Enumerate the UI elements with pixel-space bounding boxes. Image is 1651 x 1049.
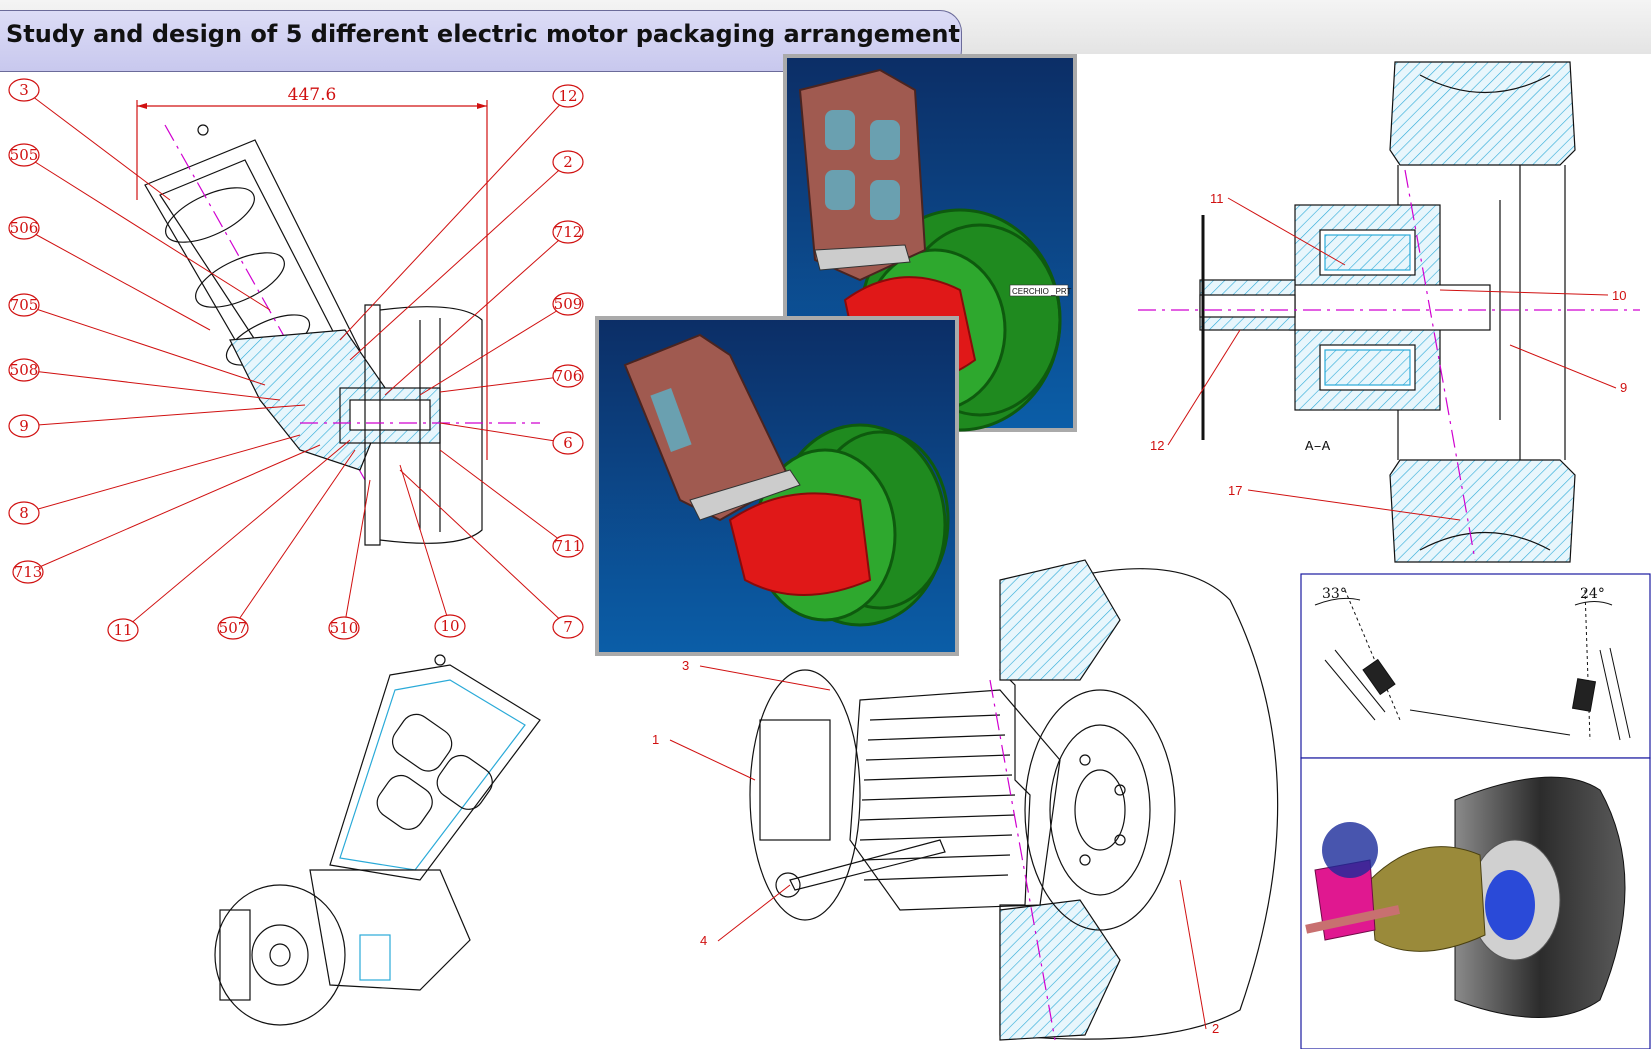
balloon xyxy=(8,78,40,102)
left-balloon-label: 8 xyxy=(19,504,29,522)
balloon xyxy=(107,618,139,642)
leader-line xyxy=(339,95,569,341)
bottom-balloon-label: 11 xyxy=(113,621,132,639)
angle-left: 33° xyxy=(1322,586,1347,602)
angle-diagram xyxy=(1300,573,1651,759)
leader-line xyxy=(23,369,281,401)
page-title: Study and design of 5 different electric… xyxy=(6,20,960,48)
right-section-label: 17 xyxy=(1228,483,1242,498)
section-drawing-right xyxy=(1138,61,1640,563)
left-balloon-label: 506 xyxy=(10,219,39,237)
balloon xyxy=(552,292,584,316)
render-middle xyxy=(595,316,959,656)
leader-line xyxy=(1179,879,1207,1030)
leader-line xyxy=(399,464,451,627)
right-balloon-label: 711 xyxy=(554,537,583,555)
balloon xyxy=(552,364,584,388)
iso-callout-label: 2 xyxy=(1212,1021,1219,1036)
bottom-balloon-label: 510 xyxy=(330,619,359,637)
leader-line xyxy=(419,303,569,396)
right-balloon-label: 2 xyxy=(563,153,573,171)
balloon xyxy=(8,143,40,167)
balloon xyxy=(552,431,584,455)
render-part-label: CERCHIO _PRT xyxy=(1012,287,1072,296)
leader-line xyxy=(23,89,171,201)
section-name: A–A xyxy=(1305,439,1331,455)
iso-callouts: 3 1 4 2 xyxy=(652,658,1219,1036)
bottom-balloon-label: 507 xyxy=(219,619,248,637)
leader-line xyxy=(122,439,351,631)
left-balloon-label: 713 xyxy=(14,563,43,581)
left-balloon-label: 508 xyxy=(10,361,39,379)
balloon xyxy=(328,616,360,640)
right-section-label: 12 xyxy=(1150,438,1164,453)
leader-line xyxy=(384,231,569,396)
right-balloon-label: 509 xyxy=(554,295,583,313)
iso-callout-label: 3 xyxy=(682,658,689,673)
leader-line xyxy=(23,404,306,427)
leader-line xyxy=(23,227,211,331)
leader-line xyxy=(23,304,266,386)
iso-wheel-drawing xyxy=(749,559,1279,1041)
balloon xyxy=(12,560,44,584)
leader-line xyxy=(1227,197,1346,266)
balloon xyxy=(8,216,40,240)
balloon xyxy=(552,150,584,174)
leader-line xyxy=(27,444,321,573)
leader-line xyxy=(349,161,569,361)
balloon xyxy=(552,84,584,108)
balloon xyxy=(8,501,40,525)
leader-line xyxy=(1509,344,1617,389)
balloon xyxy=(217,616,249,640)
balloon xyxy=(8,293,40,317)
leader-line xyxy=(23,154,271,311)
leader-line xyxy=(439,422,569,444)
balloon xyxy=(552,534,584,558)
right-section-label: 11 xyxy=(1210,191,1224,206)
balloon xyxy=(552,615,584,639)
balloon xyxy=(552,220,584,244)
right-balloon-label: 6 xyxy=(563,434,573,452)
section-drawing-left xyxy=(136,100,540,546)
leader-line xyxy=(669,739,756,781)
leader-line xyxy=(399,469,569,628)
leader-line xyxy=(717,884,791,942)
leader-line xyxy=(1247,489,1461,521)
dimension-label: 447.6 xyxy=(288,85,337,105)
right-balloon-label: 706 xyxy=(554,367,583,385)
leader-line xyxy=(232,449,356,629)
right-balloon-label: 7 xyxy=(563,618,573,636)
iso-callout-label: 1 xyxy=(652,732,659,747)
iso-motor-drawing-left xyxy=(214,654,541,1026)
left-balloon-label: 705 xyxy=(10,296,39,314)
leader-line xyxy=(1167,329,1241,446)
right-balloon-label: 712 xyxy=(554,223,583,241)
iso-callout-label: 4 xyxy=(700,933,707,948)
balloon xyxy=(8,358,40,382)
bottom-balloon-label: 10 xyxy=(440,617,459,635)
angle-right: 24° xyxy=(1580,586,1605,602)
left-balloon-label: 505 xyxy=(10,146,39,164)
right-section-label: 9 xyxy=(1620,380,1627,395)
render-bottom-right xyxy=(1300,757,1651,1049)
leader-line xyxy=(699,665,831,691)
right-section-labels: 11 10 9 12 17 xyxy=(1150,191,1627,521)
right-section-label: 10 xyxy=(1612,288,1626,303)
left-balloon-label: 3 xyxy=(19,81,29,99)
right-balloon-label: 12 xyxy=(558,87,577,105)
left-balloon-label: 9 xyxy=(19,417,29,435)
leader-line xyxy=(439,449,569,547)
leader-line xyxy=(439,375,569,393)
balloon xyxy=(434,614,466,638)
balloon xyxy=(8,414,40,438)
leader-line xyxy=(1439,289,1609,296)
leader-line xyxy=(343,479,371,629)
leader-line xyxy=(23,434,301,514)
